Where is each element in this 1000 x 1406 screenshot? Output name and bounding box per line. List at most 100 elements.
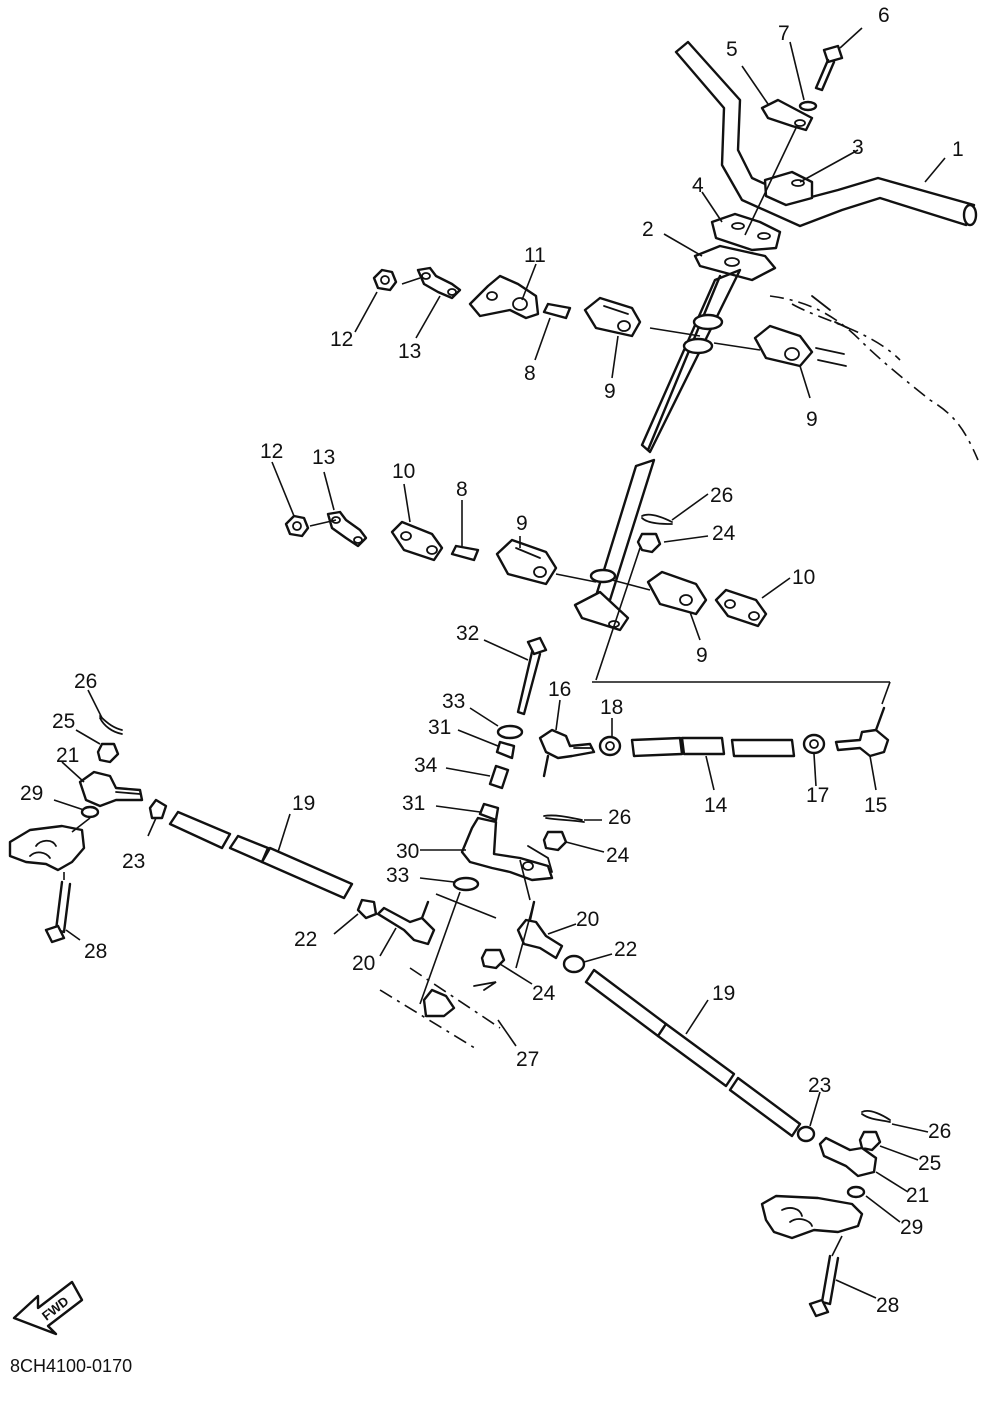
callout-label: 1 bbox=[952, 138, 964, 161]
cotter-pin-right-mid bbox=[543, 814, 585, 823]
callout-label: 11 bbox=[524, 244, 546, 267]
handle-crown bbox=[693, 244, 777, 282]
handlebar bbox=[674, 40, 978, 228]
callout-label: 26 bbox=[710, 484, 733, 507]
callout-label: 20 bbox=[352, 952, 375, 975]
callout-label: 9 bbox=[696, 644, 708, 667]
holder-9-upper-left bbox=[583, 296, 642, 338]
nut-23-left bbox=[148, 798, 168, 820]
callout-labels: 1 2 3 4 5 6 7 8 8 9 9 9 9 10 10 11 12 12… bbox=[20, 4, 964, 1317]
callout-label: 26 bbox=[608, 806, 631, 829]
steering-column bbox=[573, 268, 742, 632]
bolt-top bbox=[814, 44, 844, 92]
bolt-28-right bbox=[808, 1254, 840, 1318]
callout-label: 21 bbox=[906, 1184, 929, 1207]
nut-25-right bbox=[858, 1130, 882, 1152]
callout-label: 26 bbox=[74, 670, 97, 693]
tie-rod-19-right bbox=[584, 968, 802, 1138]
cap bbox=[760, 98, 814, 132]
callout-label: 9 bbox=[516, 512, 528, 535]
holder-9-mid-right bbox=[646, 570, 708, 616]
callout-label: 23 bbox=[808, 1074, 831, 1097]
bolt-28-left bbox=[44, 880, 72, 944]
callout-label: 2 bbox=[642, 218, 654, 241]
callout-label: 34 bbox=[414, 754, 438, 777]
callout-label: 29 bbox=[20, 782, 43, 805]
callout-label: 25 bbox=[52, 710, 75, 733]
tie-rod-19-left bbox=[168, 810, 354, 900]
callout-label: 22 bbox=[294, 928, 317, 951]
bolt-32 bbox=[516, 636, 548, 716]
nut-upper bbox=[372, 268, 398, 292]
callout-label: 13 bbox=[398, 340, 421, 363]
callout-label: 15 bbox=[864, 794, 887, 817]
callout-label: 12 bbox=[260, 440, 283, 463]
callout-label: 26 bbox=[928, 1120, 951, 1143]
callout-label: 32 bbox=[456, 622, 479, 645]
callout-label: 9 bbox=[806, 408, 818, 431]
steering-bracket-27 bbox=[422, 988, 456, 1018]
callout-label: 28 bbox=[84, 940, 107, 963]
callout-label: 24 bbox=[712, 522, 736, 545]
callout-label: 21 bbox=[56, 744, 79, 767]
callout-label: 25 bbox=[918, 1152, 941, 1175]
callout-label: 31 bbox=[428, 716, 451, 739]
callout-label: 8 bbox=[524, 362, 536, 385]
callout-label: 10 bbox=[792, 566, 815, 589]
rod-end-21-right bbox=[818, 1136, 878, 1178]
nut-24-right-mid bbox=[542, 830, 568, 852]
rod-end-16 bbox=[538, 728, 596, 778]
bushing-31-lower bbox=[478, 802, 500, 822]
cotter-pin-27 bbox=[473, 981, 497, 991]
nut-23-right bbox=[796, 1125, 816, 1143]
nut-24-lower bbox=[480, 948, 506, 970]
collar-34 bbox=[488, 764, 510, 790]
holder-9-mid-left bbox=[495, 538, 558, 586]
callout-label: 23 bbox=[122, 850, 145, 873]
pitman-arm-30 bbox=[460, 816, 554, 882]
callout-label: 4 bbox=[692, 174, 704, 197]
nut-17 bbox=[802, 733, 826, 755]
callout-label: 33 bbox=[442, 690, 465, 713]
callout-label: 17 bbox=[806, 784, 829, 807]
washer-29-left bbox=[80, 805, 100, 819]
fwd-arrow-icon: FWD bbox=[12, 1280, 84, 1336]
rod-end-21-left bbox=[78, 770, 144, 808]
callout-label: 31 bbox=[402, 792, 425, 815]
callout-label: 7 bbox=[778, 22, 790, 45]
callout-label: 10 bbox=[392, 460, 415, 483]
callout-label: 33 bbox=[386, 864, 409, 887]
knuckle-right bbox=[760, 1194, 864, 1240]
bushing-31-upper bbox=[495, 740, 516, 760]
rod-end-15 bbox=[834, 706, 890, 758]
collar-mid bbox=[450, 544, 480, 562]
callout-label: 9 bbox=[604, 380, 616, 403]
cotter-pin-right bbox=[861, 1110, 891, 1123]
callout-label: 19 bbox=[292, 792, 315, 815]
lock-washer-upper bbox=[416, 266, 462, 300]
collar-upper bbox=[542, 302, 572, 320]
knuckle-left bbox=[8, 824, 86, 872]
plate-10-left bbox=[390, 520, 444, 562]
handlebar-holder-upper bbox=[763, 170, 814, 207]
tie-rod-14 bbox=[630, 736, 796, 758]
callout-label: 20 bbox=[576, 908, 599, 931]
lock-washer-mid bbox=[326, 510, 368, 548]
callout-label: 14 bbox=[704, 794, 728, 817]
callout-label: 5 bbox=[726, 38, 738, 61]
nut-18 bbox=[598, 735, 622, 757]
callout-label: 19 bbox=[712, 982, 735, 1005]
cotter-pin-left bbox=[99, 715, 123, 735]
callout-label: 24 bbox=[606, 844, 630, 867]
callout-label: 28 bbox=[876, 1294, 899, 1317]
callout-label: 6 bbox=[878, 4, 890, 27]
callout-label: 22 bbox=[614, 938, 637, 961]
callout-label: 30 bbox=[396, 840, 419, 863]
cotter-pin-mid bbox=[641, 513, 673, 525]
nut-22-left bbox=[356, 898, 378, 920]
callout-label: 27 bbox=[516, 1048, 539, 1071]
holder-9-upper-right bbox=[753, 324, 847, 368]
plate-10-right bbox=[714, 588, 768, 628]
callout-label: 3 bbox=[852, 136, 864, 159]
